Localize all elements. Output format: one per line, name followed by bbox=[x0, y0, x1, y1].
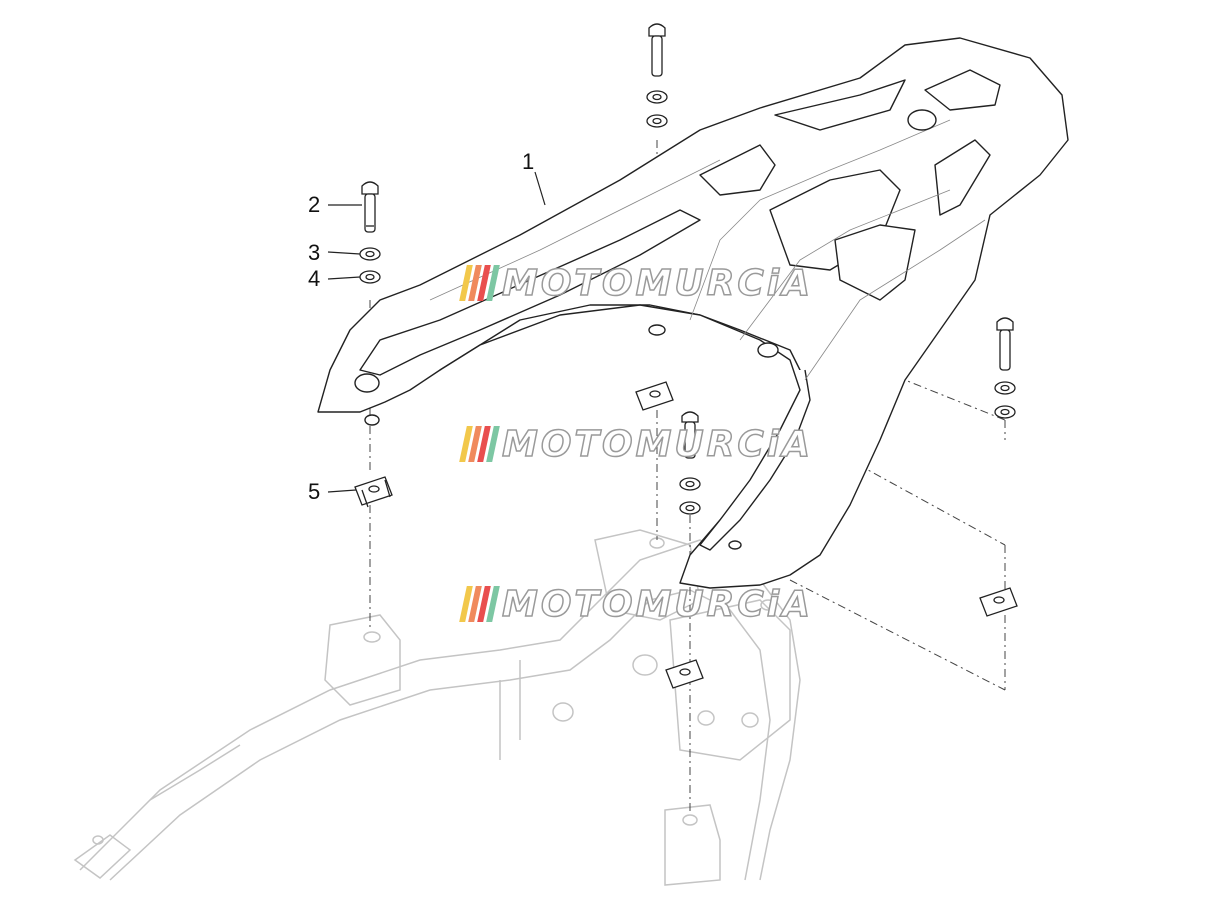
rear-rack bbox=[317, 37, 1069, 589]
callout-4: 4 bbox=[308, 266, 321, 291]
washer-b bbox=[359, 270, 381, 284]
scooter-frame bbox=[73, 529, 801, 886]
right-bolt-stack bbox=[994, 317, 1016, 419]
watermark-logo-top: MOTOMURCiA bbox=[459, 262, 813, 305]
clip-nut-top bbox=[635, 381, 674, 411]
leader-lines bbox=[327, 171, 546, 493]
watermark-logo-bottom: MOTOMURCiA bbox=[459, 583, 813, 626]
watermark-text: MOTOMURCiA bbox=[501, 583, 813, 626]
clip-nut-right bbox=[979, 587, 1018, 617]
watermark-stripes-icon bbox=[459, 265, 500, 301]
watermark-logo-middle: MOTOMURCiA bbox=[459, 423, 813, 466]
clip-nut bbox=[354, 476, 393, 508]
washer-a bbox=[359, 247, 381, 261]
callout-2: 2 bbox=[308, 192, 321, 217]
bolt-screw bbox=[361, 181, 379, 233]
watermark-text: MOTOMURCiA bbox=[501, 262, 813, 305]
callout-5: 5 bbox=[308, 479, 321, 504]
watermark-stripes-icon bbox=[459, 426, 500, 462]
watermark-text: MOTOMURCiA bbox=[501, 423, 813, 466]
callout-1: 1 bbox=[522, 149, 535, 174]
clip-nut-bottom bbox=[665, 659, 704, 689]
watermark-stripes-icon bbox=[459, 586, 500, 622]
callout-3: 3 bbox=[308, 240, 321, 265]
top-bolt-stack bbox=[646, 23, 668, 128]
middle-bolt-stack bbox=[679, 411, 701, 515]
